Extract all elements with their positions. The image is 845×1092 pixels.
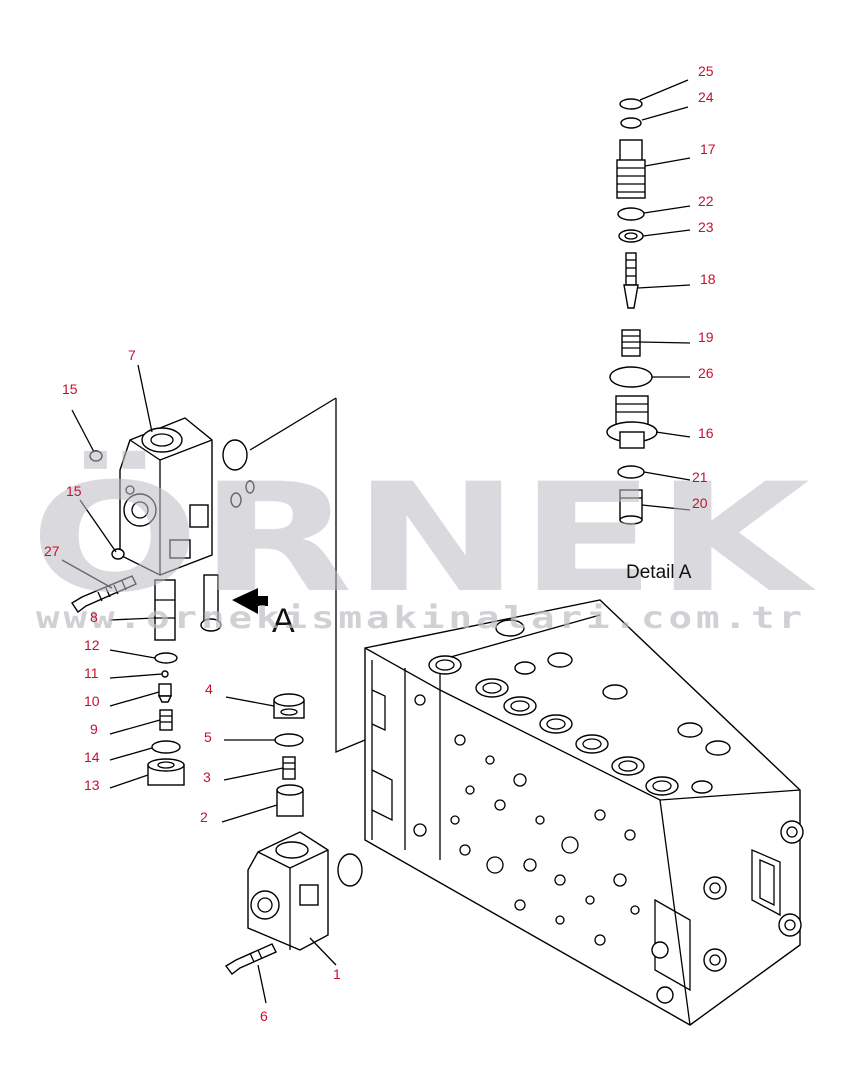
callout-4: 4 [205, 681, 213, 697]
callout-14: 14 [84, 749, 100, 765]
callout-7: 7 [128, 347, 136, 363]
part-19-spring [621, 329, 641, 357]
callout-5: 5 [204, 729, 212, 745]
detail-a-caption: Detail A [626, 562, 692, 583]
part-15-screw-upper [89, 450, 103, 462]
part-16-valve-body [606, 395, 658, 449]
part-27-bolt [71, 575, 137, 614]
callout-6: 6 [260, 1008, 268, 1024]
callout-10: 10 [84, 693, 100, 709]
watermark-brand: ÖRNEK [30, 450, 816, 626]
part-3-spring [282, 756, 296, 780]
callout-17: 17 [700, 141, 716, 157]
callout-27: 27 [44, 543, 60, 559]
assembly-leader-line [335, 398, 366, 753]
part-10-seat [157, 683, 173, 703]
callout-23: 23 [698, 219, 714, 235]
callout-22: 22 [698, 193, 714, 209]
view-a-plug [200, 574, 222, 632]
callout-25: 25 [698, 63, 714, 79]
callout-16: 16 [698, 425, 714, 441]
part-4-plug [273, 693, 305, 719]
part-2-sleeve [276, 784, 304, 817]
callout-11: 11 [84, 665, 99, 681]
callout-20: 20 [692, 495, 708, 511]
part-24-ring [620, 117, 642, 129]
part-1-body [247, 831, 329, 951]
end-bolt-upper [780, 820, 804, 844]
part-8-spool [154, 579, 176, 641]
callout-leaders [61, 79, 691, 1004]
callout-2: 2 [200, 809, 208, 825]
callout-15-upper: 15 [62, 381, 78, 397]
callout-21: 21 [692, 469, 708, 485]
part-23-ring [618, 229, 644, 243]
callout-24: 24 [698, 89, 714, 105]
callout-15-lower: 15 [66, 483, 82, 499]
callout-18: 18 [700, 271, 716, 287]
end-bolt-lower [778, 913, 802, 937]
part-18-poppet [623, 252, 639, 309]
part-11-ball [161, 670, 169, 678]
part-9-spring [159, 709, 173, 731]
housing-o-rings [222, 439, 255, 508]
part-13-plug [147, 758, 185, 786]
part-26-ring [609, 366, 653, 388]
part-7-housing [119, 417, 213, 576]
callout-1: 1 [333, 966, 341, 982]
callout-26: 26 [698, 365, 714, 381]
part-22-ring [617, 207, 645, 221]
body-o-ring [337, 853, 363, 887]
part-25-ring [619, 98, 643, 110]
part-12-ring [154, 652, 178, 664]
callout-8: 8 [90, 609, 98, 625]
part-14-ring [151, 740, 181, 754]
view-a-arrow-icon [232, 588, 268, 614]
end-bolt-bottom [703, 948, 727, 972]
callout-13: 13 [84, 777, 100, 793]
view-a-marker: A [272, 602, 295, 640]
callout-9: 9 [90, 721, 98, 737]
part-17-plug [616, 139, 646, 199]
callout-12: 12 [84, 637, 100, 653]
callout-19: 19 [698, 329, 714, 345]
end-bolt-mid [703, 876, 727, 900]
watermark: ÖRNEK www.ornekismakinalari.com.tr [30, 450, 816, 636]
watermark-url: www.ornekismakinalari.com.tr [36, 601, 806, 636]
callout-3: 3 [203, 769, 211, 785]
main-valve-block [364, 599, 804, 1026]
part-6-bolt [224, 943, 277, 975]
detail-a-stack [606, 98, 658, 525]
callout-labels: 25 24 17 22 23 18 19 26 16 21 20 7 15 15… [44, 63, 716, 1024]
part-5-ring [274, 733, 304, 747]
